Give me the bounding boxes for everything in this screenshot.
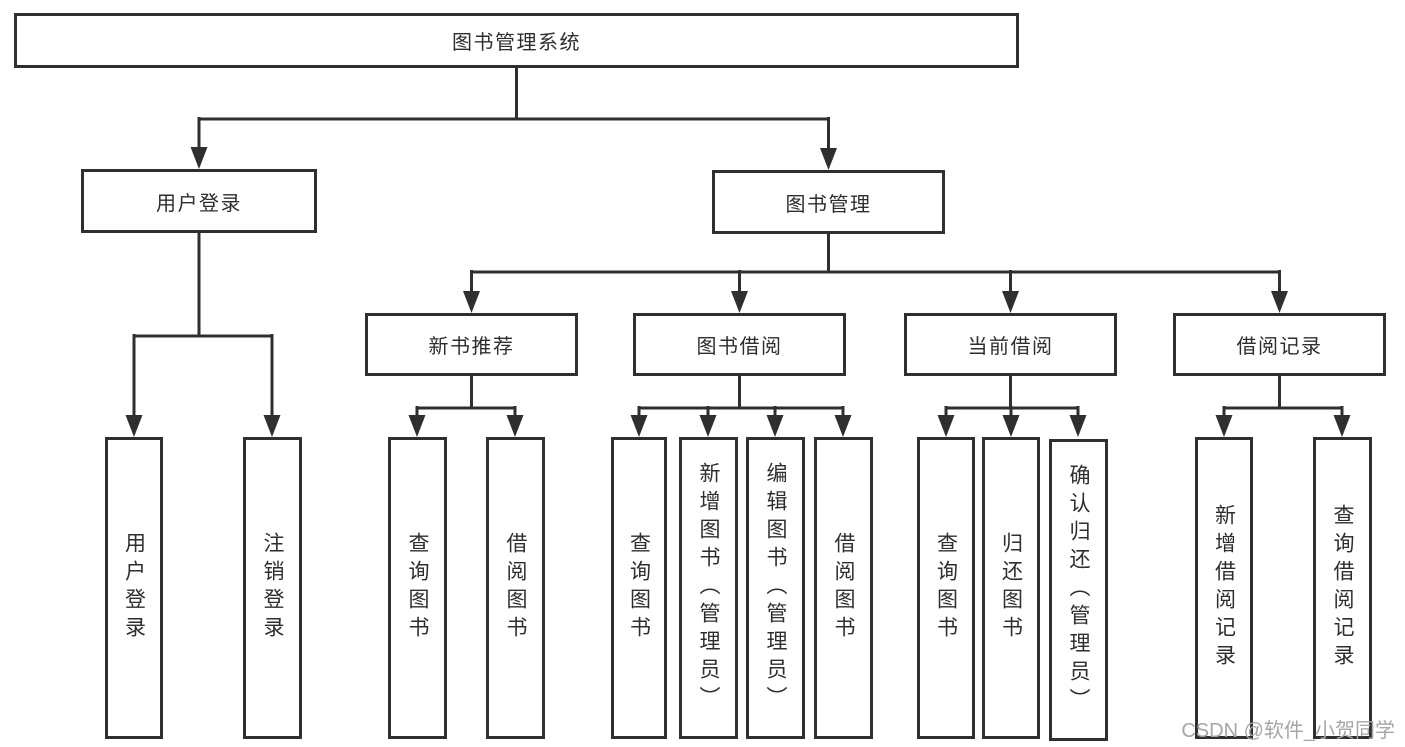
- node-label: 查询图书: [627, 532, 651, 644]
- node-label: 查询图书: [934, 532, 958, 644]
- node-label: 用户登录: [122, 532, 146, 644]
- node-label: 图书管理: [785, 193, 872, 216]
- node-borrow-books-leaf: 借阅图书: [486, 437, 545, 739]
- node-borrowing-records: 借阅记录: [1173, 313, 1386, 376]
- node-label: 借阅图书: [504, 532, 528, 644]
- node-current-borrowing: 当前借阅: [904, 313, 1117, 376]
- node-borrow-books-leaf: 借阅图书: [814, 437, 873, 739]
- node-label: 图书借阅: [696, 336, 783, 358]
- node-label: 归还图书: [999, 532, 1023, 644]
- node-return-books-leaf: 归还图书: [982, 437, 1040, 739]
- node-label: 查询借阅记录: [1331, 504, 1355, 672]
- node-label: 新书推荐: [428, 336, 515, 358]
- node-label: 编辑图书（管理员）: [764, 462, 788, 714]
- node-query-books-leaf: 查询图书: [388, 437, 447, 739]
- node-book-management: 图书管理: [712, 170, 945, 234]
- node-query-books-leaf: 查询图书: [917, 437, 975, 739]
- node-label: 图书管理系统: [452, 32, 581, 54]
- watermark: CSDN @软件_小贺同学: [1181, 720, 1395, 742]
- node-edit-books-admin-leaf: 编辑图书（管理员）: [746, 437, 805, 739]
- node-label: 确认归还（管理员）: [1067, 464, 1091, 716]
- node-confirm-return-admin-leaf: 确认归还（管理员）: [1049, 439, 1108, 741]
- node-label: 新增借阅记录: [1212, 504, 1236, 672]
- node-query-borrow-record-leaf: 查询借阅记录: [1313, 437, 1372, 739]
- node-label: 注销登录: [261, 532, 285, 644]
- node-logout-leaf: 注销登录: [243, 437, 302, 739]
- node-book-borrowing: 图书借阅: [633, 313, 846, 376]
- node-library-management-system: 图书管理系统: [14, 13, 1019, 68]
- node-add-borrow-record-leaf: 新增借阅记录: [1195, 437, 1253, 739]
- node-user-login-leaf: 用户登录: [105, 437, 163, 739]
- node-user-login: 用户登录: [81, 169, 317, 233]
- node-label: 查询图书: [406, 532, 430, 644]
- node-add-books-admin-leaf: 新增图书（管理员）: [679, 437, 738, 739]
- node-query-books-leaf: 查询图书: [611, 437, 667, 739]
- node-label: 新增图书（管理员）: [697, 462, 721, 714]
- arrowhead-icons: [125, 147, 1351, 437]
- node-label: 当前借阅: [967, 336, 1054, 358]
- node-new-book-recommend: 新书推荐: [365, 313, 578, 376]
- node-label: 借阅记录: [1236, 336, 1323, 358]
- node-label: 借阅图书: [832, 532, 856, 644]
- node-label: 用户登录: [156, 192, 242, 215]
